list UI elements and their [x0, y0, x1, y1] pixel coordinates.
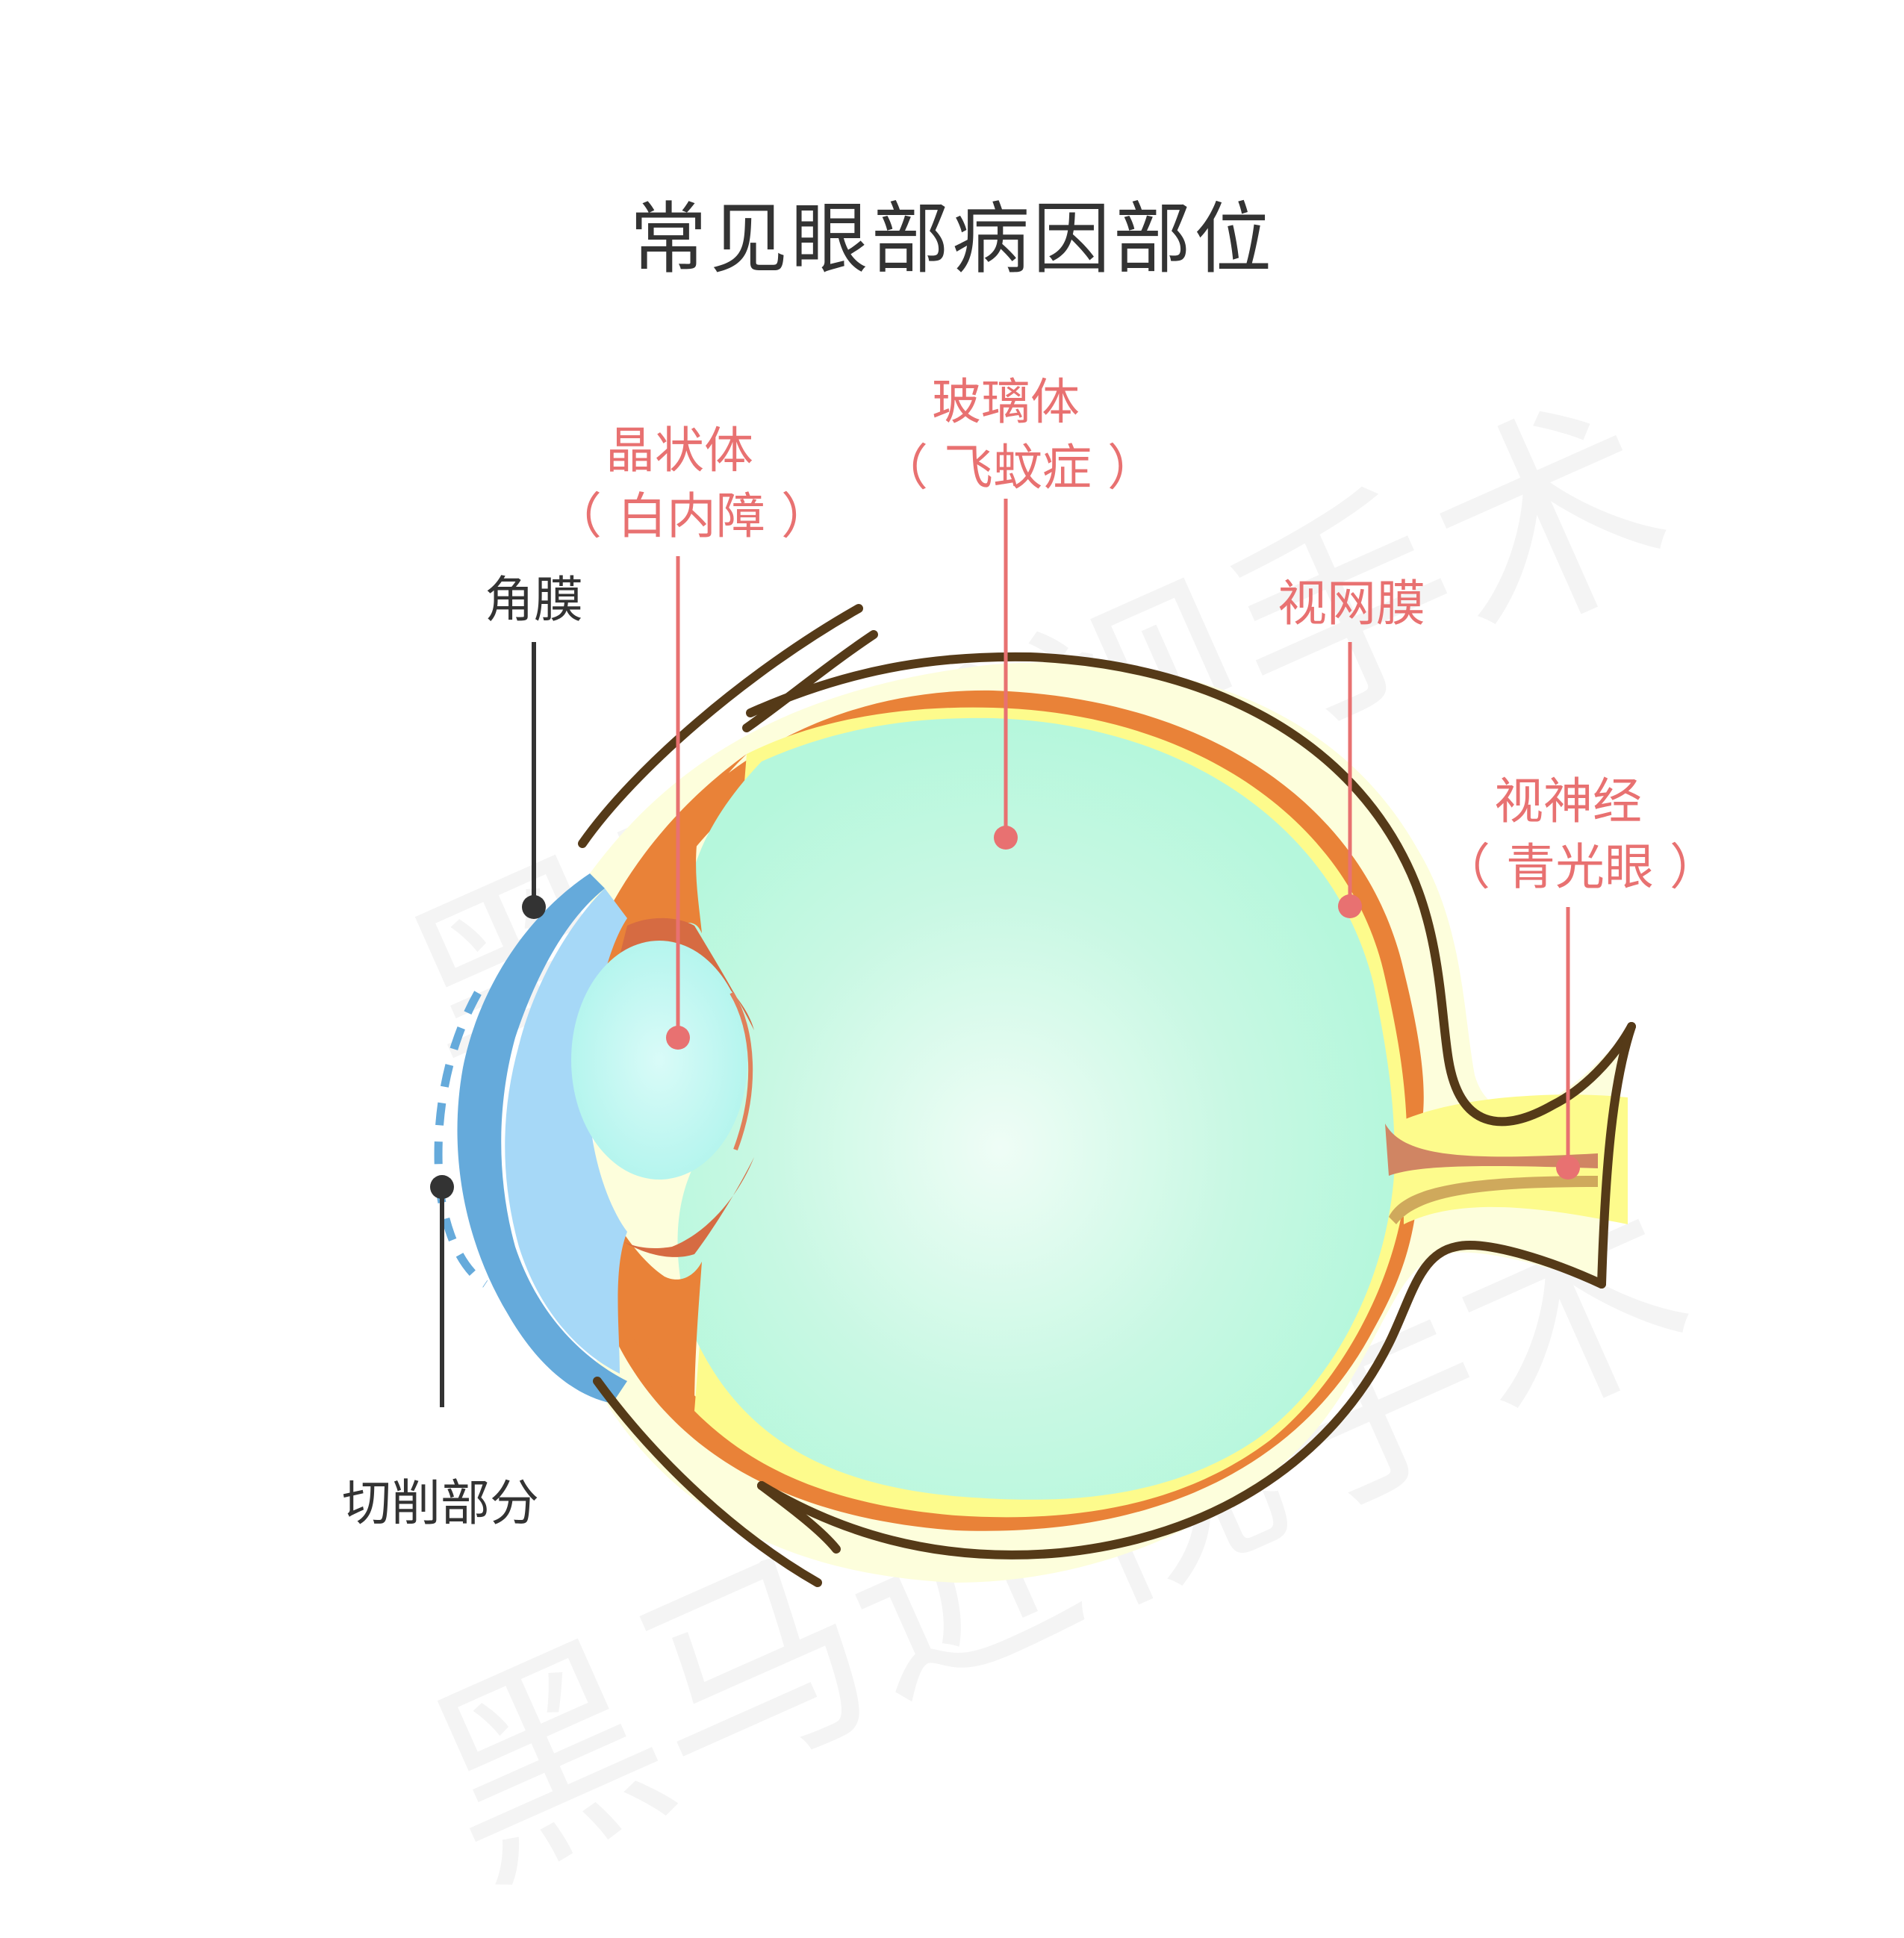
eye-outline [578, 604, 1636, 1587]
leader-cornea [522, 642, 546, 919]
label-lens-condition: （ 白内障 ） [553, 487, 830, 545]
lens [571, 941, 753, 1180]
label-cornea-name: 角膜 [485, 571, 583, 629]
optic-nerve [1385, 1094, 1628, 1224]
label-cut-part-name: 切削部分 [342, 1474, 539, 1532]
label-lens: 晶状体 （ 白内障 ） [553, 418, 830, 549]
leader-vitreous [994, 499, 1018, 850]
cut-section-dashed-line [434, 991, 488, 1288]
label-vitreous-name: 玻璃体 [932, 373, 1080, 431]
leader-optic-nerve [1556, 907, 1580, 1180]
label-lens-name: 晶状体 [606, 422, 753, 479]
leader-retina [1338, 642, 1362, 918]
label-optic-nerve-condition: （ 青光眼 ） [1441, 838, 1719, 896]
label-optic-nerve-name: 视神经 [1494, 773, 1642, 830]
label-cornea: 角膜 [459, 567, 609, 633]
diagram-title: 常见眼部病因部位 [629, 193, 1275, 284]
leader-lens [666, 556, 690, 1050]
label-optic-nerve: 视神经 （ 青光眼 ） [1441, 769, 1719, 900]
label-cut-part: 切削部分 [329, 1471, 553, 1536]
leader-cut-part [430, 1175, 454, 1407]
vitreous-body [677, 717, 1395, 1500]
label-retina: 视网膜 [1254, 571, 1449, 637]
label-vitreous: 玻璃体 （ 飞蚊症 ） [879, 370, 1157, 501]
label-retina-name: 视网膜 [1278, 575, 1425, 632]
label-vitreous-condition: （ 飞蚊症 ） [879, 439, 1157, 496]
